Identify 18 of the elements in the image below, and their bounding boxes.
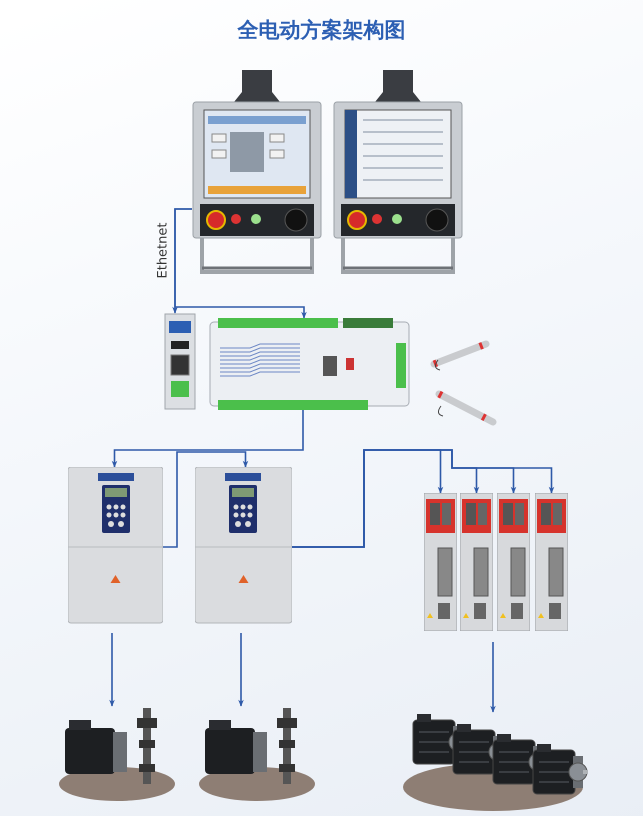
diagram-title: 全电动方案架构图 [236, 17, 406, 44]
operator-panel-drawing [192, 70, 322, 275]
inverter-drawing [195, 467, 292, 625]
arrow [112, 410, 304, 468]
servo-drive-drawing [424, 493, 457, 631]
arrow [238, 633, 244, 707]
edge-label: Ethetnet [156, 222, 170, 278]
servo-drive-drawing [460, 493, 493, 631]
servo-drive-drawing [497, 493, 530, 631]
operator-panel-drawing [333, 70, 463, 275]
ipc-module-drawing [164, 313, 196, 410]
arrow [174, 208, 307, 319]
motion-controller-drawing [208, 318, 411, 410]
arrow [109, 633, 115, 707]
arrow [163, 451, 248, 548]
servo-drive-drawing [535, 493, 568, 631]
inverter-drawing [68, 467, 163, 625]
arrow [490, 642, 496, 713]
